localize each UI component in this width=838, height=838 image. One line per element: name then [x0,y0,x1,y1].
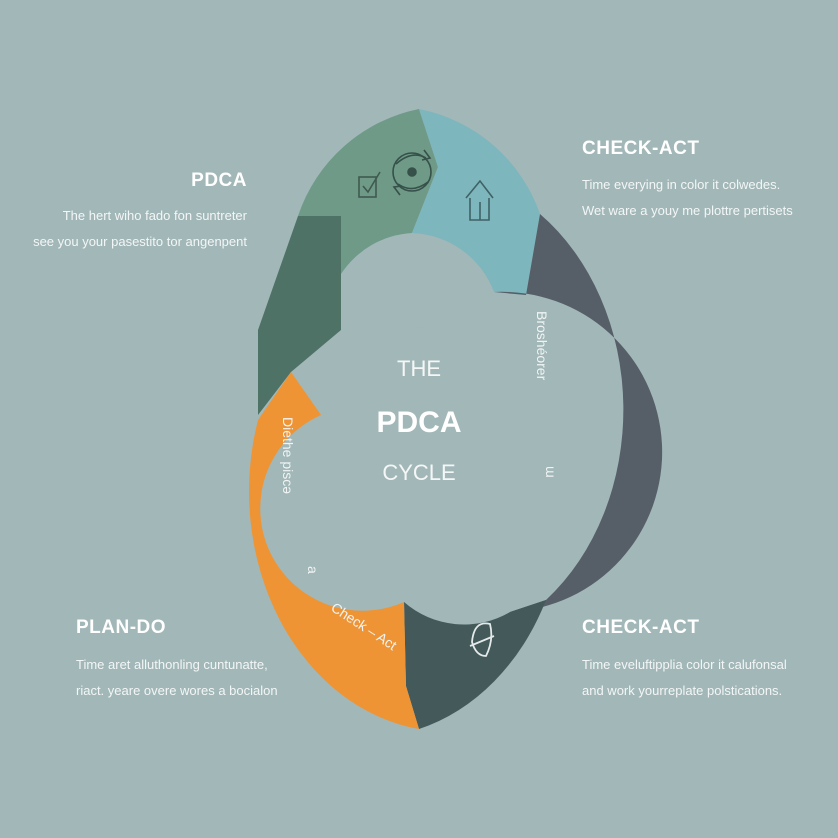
center-title-line3: CYCLE [382,460,455,485]
bottom-right-line-2: and work yourreplate polstications. [582,683,783,698]
center-title-line2: PDCA [376,406,461,439]
segment-mark-left: a [305,566,321,574]
top-right-heading: CHECK-ACT [582,138,700,159]
bottom-left-line-1: Time aret alluthonling cuntunatte, [76,657,268,672]
center-circle [327,327,511,511]
top-left-line-1: The hert wiho fado fon suntreter [62,208,247,223]
segment-teal-top-right [412,109,540,295]
bottom-left-line-2: riact. yeare overe wores a bocialon [76,683,278,698]
bottom-left-description: Time aret alluthonling cuntunatte, riact… [76,652,278,704]
center-title-line1: THE [397,356,441,381]
segment-darkgreen-upper-left [258,216,341,415]
segment-slate-right [494,214,663,612]
bottom-left-heading: PLAN-DO [76,617,167,638]
top-left-description: The hert wiho fado fon suntreter see you… [33,203,247,255]
bottom-right-line-1: Time eveluftipplia color it calufonsal [582,657,787,672]
segment-label-right: Broshéorer [534,311,550,381]
helmet-icon [469,622,495,657]
segment-orange-left [249,372,419,729]
segment-mark-right: ɯ [543,466,559,478]
segment-label-left: Diethe piscə [280,417,296,494]
bottom-right-description: Time eveluftipplia color it calufonsal a… [582,652,787,704]
top-left-line-2: see you your pasestito tor angenpent [33,234,247,249]
bottom-right-heading: CHECK-ACT [582,617,700,638]
segment-darkteal-bottom [404,600,546,729]
top-right-line-1: Time everying in color it colwedes. [582,177,781,192]
house-arrow-icon [465,179,494,221]
globe-arrows-icon [392,149,432,196]
top-right-line-2: Wet ware a youy me plottre pertisets [582,203,793,218]
checkbox-icon [358,171,381,198]
top-left-heading: PDCA [191,170,247,191]
top-right-description: Time everying in color it colwedes. Wet … [582,172,793,224]
